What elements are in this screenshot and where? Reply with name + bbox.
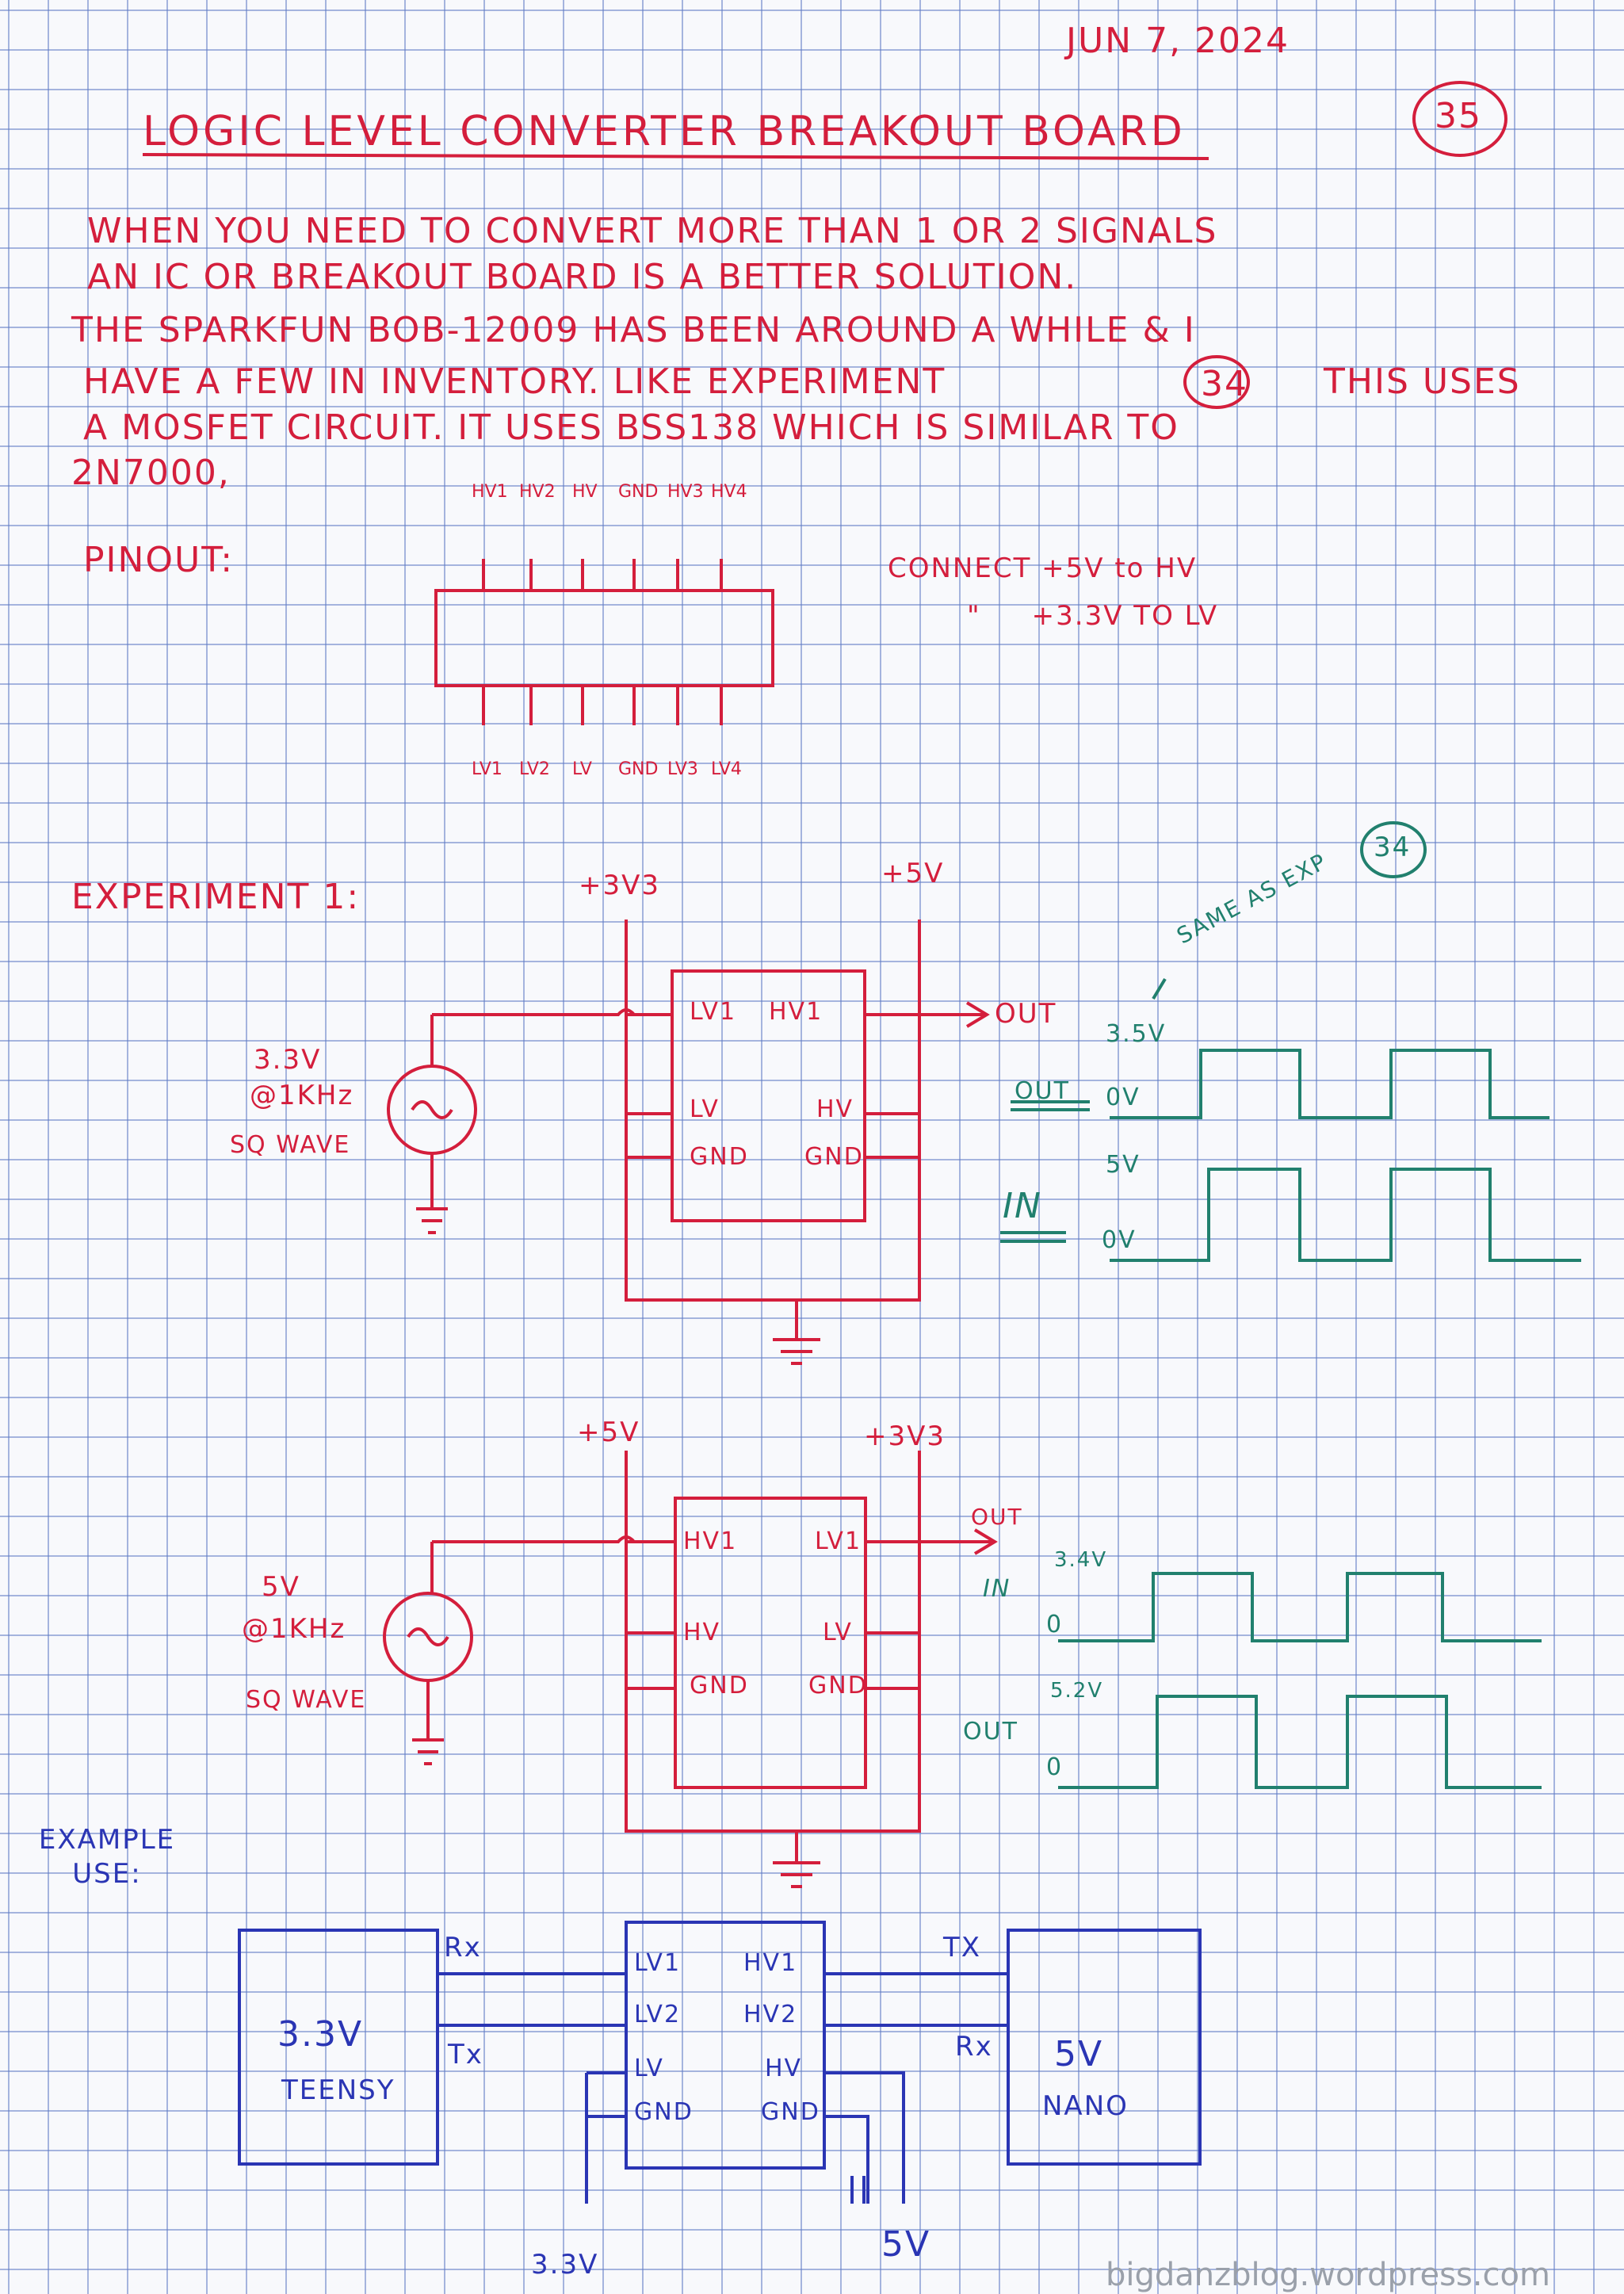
experiment1-supply-high: +5V	[881, 858, 945, 889]
right-signal-rx: Rx	[955, 2031, 993, 2063]
experiment1-note-ref: 34	[1374, 832, 1412, 863]
experiment1-pin-gnd-left: GND	[690, 1143, 749, 1171]
experiment2-waveforms	[1058, 1572, 1542, 1789]
wave2-out-label: OUT	[963, 1718, 1018, 1745]
experiment1-pin-lv1: LV1	[690, 998, 737, 1026]
example-pin-lv2: LV2	[634, 2001, 682, 2028]
example-schematic	[238, 1921, 1202, 2204]
wave1-out-label: OUT	[1015, 1077, 1070, 1105]
pin-bottom-5: LV3	[667, 759, 698, 779]
wave2-in-label: IN	[983, 1575, 1011, 1603]
pin-bottom-4: GND	[618, 759, 659, 779]
experiment2-pin-hv: HV	[683, 1619, 721, 1646]
example-pin-hv2: HV2	[743, 2001, 798, 2028]
wave1-out-high: 3.5V	[1106, 1020, 1167, 1048]
experiment1-source-3: SQ WAVE	[230, 1131, 351, 1159]
wave2-out-high: 5.2V	[1050, 1679, 1104, 1703]
experiment2-pin-gnd-right: GND	[808, 1672, 868, 1699]
wave2-in-high: 3.4V	[1054, 1548, 1108, 1572]
example-supply-right: 5V	[881, 2224, 931, 2265]
right-signal-tx: TX	[943, 1932, 982, 1963]
pin-top-5: HV3	[667, 482, 704, 502]
experiment1-pin-gnd-right: GND	[804, 1143, 864, 1171]
right-board-voltage: 5V	[1054, 2034, 1104, 2074]
experiment2-supply-high: +5V	[577, 1417, 640, 1448]
intro-line-6: 2N7000,	[71, 453, 231, 493]
experiment2-pin-lv1: LV1	[815, 1527, 862, 1555]
title-underline	[142, 153, 1209, 160]
experiment1-pin-hv: HV	[816, 1095, 854, 1123]
pin-bottom-2: LV2	[519, 759, 550, 779]
connect-line-1: CONNECT +5V to HV	[888, 552, 1198, 584]
wave1-in-label: IN	[1003, 1186, 1042, 1226]
experiment1-supply-low: +3V3	[579, 870, 661, 901]
experiment1-pin-lv: LV	[690, 1095, 720, 1123]
left-signal-rx: Rx	[444, 1932, 482, 1963]
experiment1-pin-hv1: HV1	[769, 998, 823, 1026]
page-title: LOGIC LEVEL CONVERTER BREAKOUT BOARD	[143, 108, 1186, 155]
right-board-name: NANO	[1042, 2090, 1129, 2122]
pin-top-2: HV2	[519, 482, 556, 502]
pinout-diagram	[434, 559, 774, 725]
experiment1-label: EXPERIMENT 1:	[71, 877, 361, 917]
example-pin-hv1: HV1	[743, 1949, 798, 1977]
experiment2-source-3: SQ WAVE	[246, 1686, 367, 1714]
example-pin-hv: HV	[765, 2055, 803, 2082]
page-number: 35	[1435, 96, 1482, 136]
intro-line-3: THE SPARKFUN BOB-12009 HAS BEEN AROUND A…	[71, 310, 1196, 350]
experiment1-out-label: OUT	[995, 998, 1057, 1030]
experiment2-source-1: 5V	[262, 1571, 300, 1603]
example-pin-lv1: LV1	[634, 1949, 682, 1977]
experiment1-schematic	[387, 920, 990, 1365]
wave1-out-low: 0V	[1106, 1084, 1141, 1111]
intro-line-2: AN IC OR BREAKOUT BOARD IS A BETTER SOLU…	[87, 257, 1078, 297]
experiment1-source-1: 3.3V	[254, 1044, 322, 1076]
page-number-circle	[1412, 81, 1507, 157]
connect-line-2: " +3.3V TO LV	[967, 600, 1219, 632]
pin-top-4: GND	[618, 482, 659, 502]
experiment2-supply-low: +3V3	[864, 1420, 946, 1452]
experiment2-pin-hv1: HV1	[683, 1527, 738, 1555]
wave2-in-low: 0	[1046, 1611, 1064, 1638]
pin-top-6: HV4	[711, 482, 747, 502]
example-pin-lv: LV	[634, 2055, 664, 2082]
pin-bottom-6: LV4	[711, 759, 742, 779]
left-board-voltage: 3.3V	[277, 2014, 364, 2055]
left-board-name: TEENSY	[281, 2074, 395, 2106]
wave2-out-low: 0	[1046, 1753, 1064, 1781]
wave1-in-low: 0V	[1102, 1226, 1137, 1254]
intro-line-4-tail: THIS USES	[1324, 361, 1521, 402]
intro-line-5: A MOSFET CIRCUIT. IT USES BSS138 WHICH I…	[83, 407, 1179, 448]
example-supply-left: 3.3V	[531, 2249, 599, 2281]
pinout-label: PINOUT:	[83, 540, 235, 580]
experiment2-out-label: OUT	[971, 1504, 1023, 1530]
experiment2-pin-gnd-left: GND	[690, 1672, 749, 1699]
pin-top-1: HV1	[472, 482, 508, 502]
pin-bottom-3: LV	[572, 759, 592, 779]
experiment2-pin-lv: LV	[823, 1619, 853, 1646]
experiment2-schematic	[383, 1451, 998, 1888]
intro-line-4: HAVE A FEW IN INVENTORY. LIKE EXPERIMENT	[83, 361, 946, 402]
wave1-in-high: 5V	[1106, 1151, 1141, 1179]
example-pin-gnd-right: GND	[761, 2098, 820, 2126]
example-pin-gnd-left: GND	[634, 2098, 694, 2126]
left-signal-tx: Tx	[448, 2039, 483, 2070]
page-date: JUN 7, 2024	[1066, 21, 1290, 61]
pin-top-3: HV	[572, 482, 598, 502]
intro-line-1: WHEN YOU NEED TO CONVERT MORE THAN 1 OR …	[87, 211, 1218, 251]
experiment1-waveforms	[1000, 821, 1581, 1262]
pin-bottom-1: LV1	[472, 759, 502, 779]
experiment1-source-2: @1KHz	[250, 1080, 354, 1111]
experiment-ref-circle	[1183, 355, 1250, 409]
experiment2-source-2: @1KHz	[242, 1613, 346, 1645]
example-label: EXAMPLE USE:	[38, 1824, 176, 1890]
experiment-ref: 34	[1201, 364, 1248, 404]
watermark: bigdanzblog.wordpress.com	[1106, 2257, 1550, 2293]
